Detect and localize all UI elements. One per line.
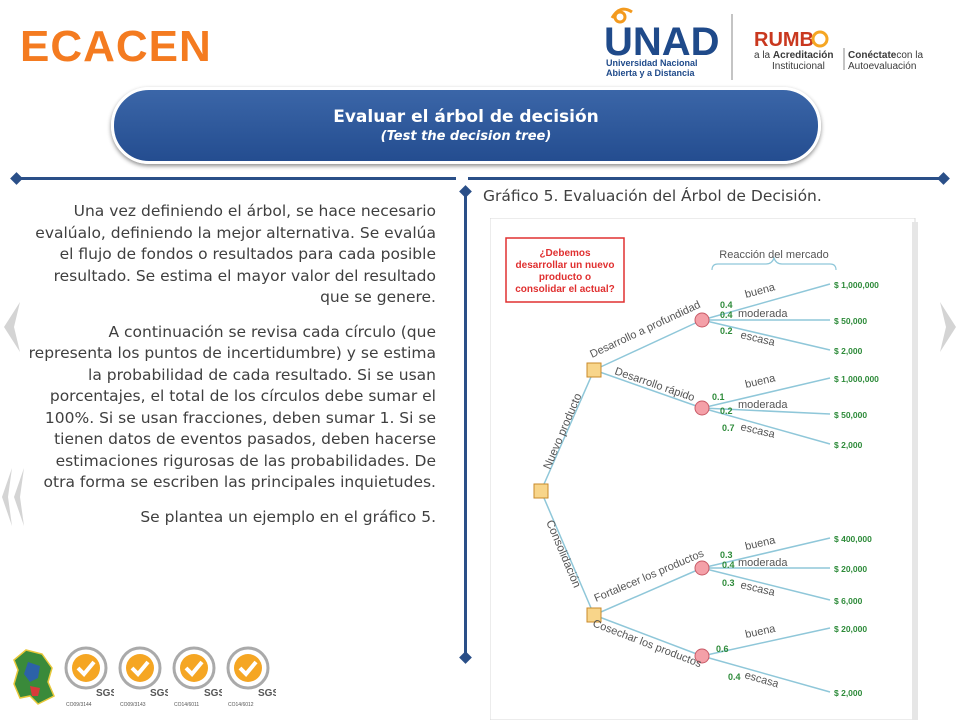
svg-text:0.3: 0.3 xyxy=(722,578,735,588)
certification-seal: SGS CO14/6011 xyxy=(170,646,222,712)
root-decision-node xyxy=(534,484,548,498)
double-chevron-left-icon xyxy=(0,466,26,528)
svg-text:0.7: 0.7 xyxy=(722,423,735,433)
paragraph-3: Se plantea un ejemplo en el gráfico 5. xyxy=(26,507,436,529)
svg-text:moderada: moderada xyxy=(738,308,788,320)
svg-text:$ 2,000: $ 2,000 xyxy=(834,688,863,698)
svg-text:SGS: SGS xyxy=(96,688,114,699)
decision-node-new xyxy=(587,363,601,377)
svg-text:0.2: 0.2 xyxy=(720,406,733,416)
divider-top-dot xyxy=(459,185,472,198)
next-slide-button[interactable] xyxy=(938,300,960,358)
svg-text:CO14/6012: CO14/6012 xyxy=(228,702,254,708)
paragraph-1: Una vez definiendo el árbol, se hace nec… xyxy=(26,201,436,309)
svg-text:$ 6,000: $ 6,000 xyxy=(834,596,863,606)
svg-text:$ 400,000: $ 400,000 xyxy=(834,534,872,544)
svg-text:0.4: 0.4 xyxy=(720,310,733,320)
svg-text:$ 20,000: $ 20,000 xyxy=(834,624,867,634)
svg-text:desarrollar un nuevo: desarrollar un nuevo xyxy=(516,260,615,271)
brand-title: ECACEN xyxy=(20,22,212,72)
separator-end-dot xyxy=(937,172,950,185)
svg-text:$ 1,000,000: $ 1,000,000 xyxy=(834,280,879,290)
svg-text:0.2: 0.2 xyxy=(720,326,733,336)
svg-text:¿Debemos: ¿Debemos xyxy=(539,248,591,259)
rumbo-logo: RUMB a la Acreditación Institucional Con… xyxy=(754,29,923,72)
certification-seal: SGS CO09/3144 xyxy=(62,646,114,712)
svg-text:$ 20,000: $ 20,000 xyxy=(834,564,867,574)
chance-node xyxy=(695,561,709,575)
svg-text:0.4: 0.4 xyxy=(722,560,735,570)
svg-text:SGS: SGS xyxy=(204,688,222,699)
prev-slide-button[interactable] xyxy=(0,300,22,358)
svg-text:CO14/6011: CO14/6011 xyxy=(174,702,199,708)
column-divider xyxy=(464,190,467,658)
svg-text:0.3: 0.3 xyxy=(720,550,733,560)
chance-node xyxy=(695,313,709,327)
svg-text:a la Acreditación: a la Acreditación xyxy=(754,50,833,61)
paragraph-2: A continuación se revisa cada círculo (q… xyxy=(26,322,436,494)
chevron-right-icon xyxy=(938,300,960,354)
first-slide-button[interactable] xyxy=(0,466,26,532)
left-separator xyxy=(16,177,456,180)
svg-text:moderada: moderada xyxy=(738,399,788,411)
svg-text:$ 50,000: $ 50,000 xyxy=(834,410,867,420)
svg-text:0.6: 0.6 xyxy=(716,644,729,654)
svg-text:RUMB: RUMB xyxy=(754,29,814,51)
section-subtitle: (Test the decision tree) xyxy=(114,129,818,144)
svg-text:Abierta y a Distancia: Abierta y a Distancia xyxy=(606,68,696,78)
question-box: ¿Debemos desarrollar un nuevo producto o… xyxy=(506,238,624,302)
certification-seal: SGS CO14/6012 xyxy=(224,646,276,712)
body-text: Una vez definiendo el árbol, se hace nec… xyxy=(26,201,436,541)
svg-text:consolidar el actual?: consolidar el actual? xyxy=(515,284,614,295)
figure-caption: Gráfico 5. Evaluación del Árbol de Decis… xyxy=(483,187,822,205)
svg-text:moderada: moderada xyxy=(738,557,788,569)
svg-text:CO09/3144: CO09/3144 xyxy=(66,702,92,708)
colombia-map-logo xyxy=(8,646,58,712)
svg-text:producto o: producto o xyxy=(539,272,591,283)
divider-bottom-dot xyxy=(459,651,472,664)
svg-text:$ 50,000: $ 50,000 xyxy=(834,316,867,326)
svg-text:CO09/3143: CO09/3143 xyxy=(120,702,146,708)
section-title: Evaluar el árbol de decisión xyxy=(114,107,818,127)
svg-text:0.1: 0.1 xyxy=(712,392,725,402)
chevron-left-icon xyxy=(0,300,22,354)
unad-logo: UNAD Universidad Nacional Abierta y a Di… xyxy=(604,9,720,78)
svg-text:Conéctatecon la: Conéctatecon la xyxy=(848,50,923,61)
separator-end-dot xyxy=(10,172,23,185)
right-separator xyxy=(468,177,942,180)
svg-text:0.4: 0.4 xyxy=(728,672,741,682)
svg-text:Reacción del mercado: Reacción del mercado xyxy=(719,249,828,261)
unad-rumbo-logos: UNAD Universidad Nacional Abierta y a Di… xyxy=(598,0,960,90)
svg-text:$ 2,000: $ 2,000 xyxy=(834,440,863,450)
svg-text:Institucional: Institucional xyxy=(772,61,825,72)
institution-logos: UNAD Universidad Nacional Abierta y a Di… xyxy=(598,0,960,90)
svg-text:Autoevaluación: Autoevaluación xyxy=(848,61,916,72)
svg-text:0.4: 0.4 xyxy=(720,300,733,310)
svg-text:Universidad Nacional: Universidad Nacional xyxy=(606,58,698,68)
svg-text:SGS: SGS xyxy=(150,688,168,699)
section-banner: Evaluar el árbol de decisión (Test the d… xyxy=(111,87,821,164)
svg-text:$ 2,000: $ 2,000 xyxy=(834,346,863,356)
chance-node xyxy=(695,401,709,415)
decision-tree-figure: ¿Debemos desarrollar un nuevo producto o… xyxy=(490,218,918,720)
svg-text:SGS: SGS xyxy=(258,688,276,699)
svg-text:$ 1,000,000: $ 1,000,000 xyxy=(834,374,879,384)
certification-seal: SGS CO09/3143 xyxy=(116,646,168,712)
